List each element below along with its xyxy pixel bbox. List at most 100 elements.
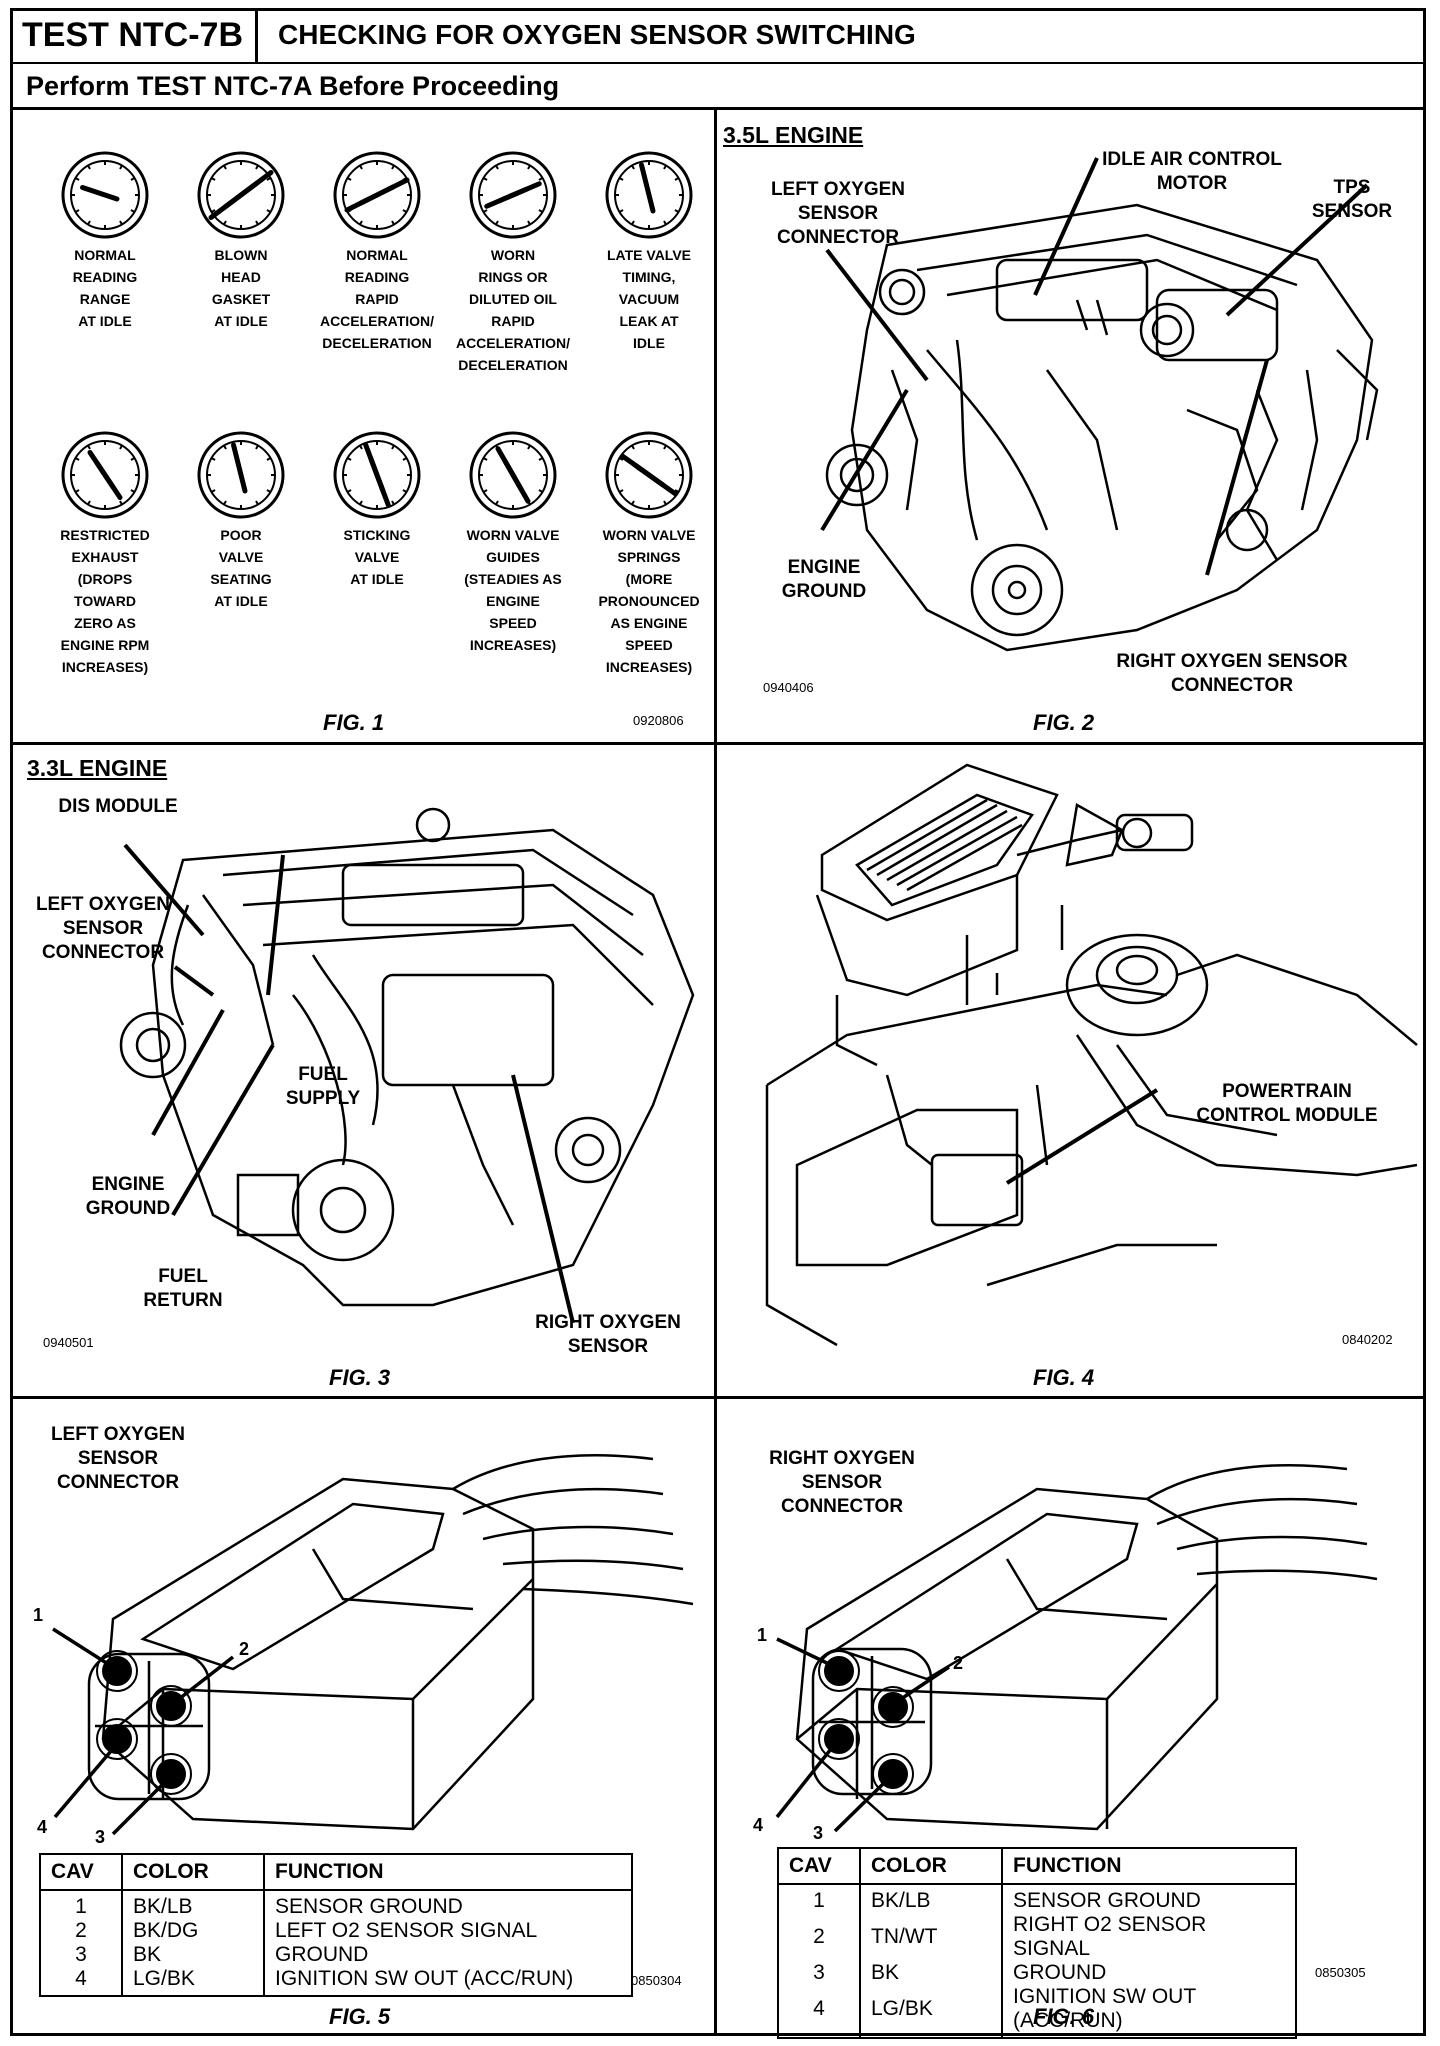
engine-3-5l-drawing [820, 157, 1379, 652]
label-fuel-supply: FUEL SUPPLY [285, 1064, 361, 1109]
cavity-cell: 2 [39, 1919, 123, 1943]
fig6-panel: RIGHT OXYGEN SENSOR CONNECTOR 1 2 3 4 CA… [717, 1399, 1426, 2039]
test-subtitle: Perform TEST NTC-7A Before Proceeding [10, 64, 1426, 110]
gauge-dial-icon [605, 431, 693, 519]
fig2-caption: FIG. 2 [1033, 710, 1095, 735]
function-cell: RIGHT O2 SENSOR SIGNAL [1001, 1913, 1297, 1961]
pin-4-callout: 4 [753, 1815, 764, 1835]
gauge-dial-icon [469, 431, 557, 519]
label-left-o2-connector: LEFT OXYGEN SENSOR CONNECTOR [770, 179, 906, 248]
column-header-color: COLOR [121, 1853, 265, 1891]
gauge-dial-icon [605, 151, 693, 239]
grid-divider-2 [10, 1396, 1426, 1399]
engine-3-3l-drawing [119, 807, 695, 1324]
fig3-code: 0940501 [43, 1335, 94, 1350]
function-cell: SENSOR GROUND [263, 1890, 633, 1919]
column-header-cav: CAV [777, 1847, 861, 1885]
pin-3-callout: 3 [95, 1827, 106, 1847]
cavity-cell: 2 [777, 1913, 861, 1961]
label-fuel-return: FUEL RETURN [143, 1266, 223, 1311]
pin-1-callout: 1 [33, 1605, 44, 1625]
fig1-code: 0920806 [633, 713, 684, 728]
fig3-panel: 3.3L ENGINE [13, 745, 713, 1396]
function-cell: IGNITION SW OUT (ACC/RUN) [263, 1967, 633, 1997]
wire-color-cell: BK/LB [859, 1884, 1003, 1913]
column-header-cav: CAV [39, 1853, 123, 1891]
fig5-title: LEFT OXYGEN SENSOR CONNECTOR [50, 1424, 186, 1493]
fig2-code: 0940406 [763, 680, 814, 695]
fig5-panel: LEFT OXYGEN SENSOR CONNECTOR 1 2 3 4 CAV… [13, 1399, 713, 2034]
label-right-o2-connector: RIGHT OXYGEN SENSOR CONNECTOR [1116, 651, 1348, 696]
fig1-caption: FIG. 1 [323, 710, 385, 735]
pin-1-callout: 1 [757, 1625, 768, 1645]
test-title: CHECKING FOR OXYGEN SENSOR SWITCHING [278, 19, 916, 50]
column-header-color: COLOR [859, 1847, 1003, 1885]
column-header-function: FUNCTION [1001, 1847, 1297, 1885]
test-id: TEST NTC-7B [10, 8, 258, 62]
label-dis-module: DIS MODULE [58, 796, 178, 817]
right-o2-connector-drawing [775, 1464, 1378, 1833]
pin-4-callout: 4 [37, 1817, 48, 1837]
grid-divider-1 [10, 742, 1426, 745]
column-header-function: FUNCTION [263, 1853, 633, 1891]
cavity-cell: 1 [777, 1884, 861, 1913]
label-right-o2-sensor: RIGHT OXYGEN SENSOR [535, 1312, 681, 1357]
gauge-dial-icon [469, 151, 557, 239]
gauge-dial-icon [333, 431, 421, 519]
function-cell: SENSOR GROUND [1001, 1884, 1297, 1913]
fig2-panel: 3.5L ENGINE [717, 110, 1426, 742]
page-frame [10, 8, 1426, 2036]
fig6-title: RIGHT OXYGEN SENSOR CONNECTOR [769, 1448, 915, 1517]
gauge-dial-icon [333, 151, 421, 239]
fig6-caption: FIG. 6 [1033, 2004, 1095, 2029]
wire-color-cell: BK [859, 1961, 1003, 1985]
fig2-title: 3.5L ENGINE [723, 122, 864, 148]
header-row: TEST NTC-7B CHECKING FOR OXYGEN SENSOR S… [10, 8, 1426, 64]
fig4-panel: POWERTRAIN CONTROL MODULE 0840202 FIG. 4 [717, 745, 1426, 1396]
gauge-dial-icon [197, 431, 285, 519]
fig6-code: 0850305 [1315, 1965, 1366, 1980]
pin-2-callout: 2 [953, 1653, 964, 1673]
fig3-caption: FIG. 3 [329, 1365, 391, 1390]
pin-3-callout: 3 [813, 1823, 824, 1843]
gauge-dial-icon [197, 151, 285, 239]
fig4-code: 0840202 [1342, 1332, 1393, 1347]
function-cell: IGNITION SW OUT (ACC/RUN) [1001, 1985, 1297, 2039]
wire-color-cell: LG/BK [859, 1985, 1003, 2039]
cavity-cell: 4 [39, 1967, 123, 1997]
label-tps-sensor: TPS SENSOR [1311, 177, 1393, 222]
fig4-caption: FIG. 4 [1033, 1365, 1095, 1390]
cavity-cell: 4 [777, 1985, 861, 2039]
label-left-o2-connector: LEFT OXYGEN SENSOR CONNECTOR [35, 894, 171, 963]
label-engine-ground: ENGINE GROUND [781, 557, 867, 602]
gauge-dial-icon [61, 431, 149, 519]
pin-2-callout: 2 [239, 1639, 250, 1659]
wire-color-cell: BK/DG [121, 1919, 265, 1943]
grid-divider-vertical [714, 110, 717, 2036]
